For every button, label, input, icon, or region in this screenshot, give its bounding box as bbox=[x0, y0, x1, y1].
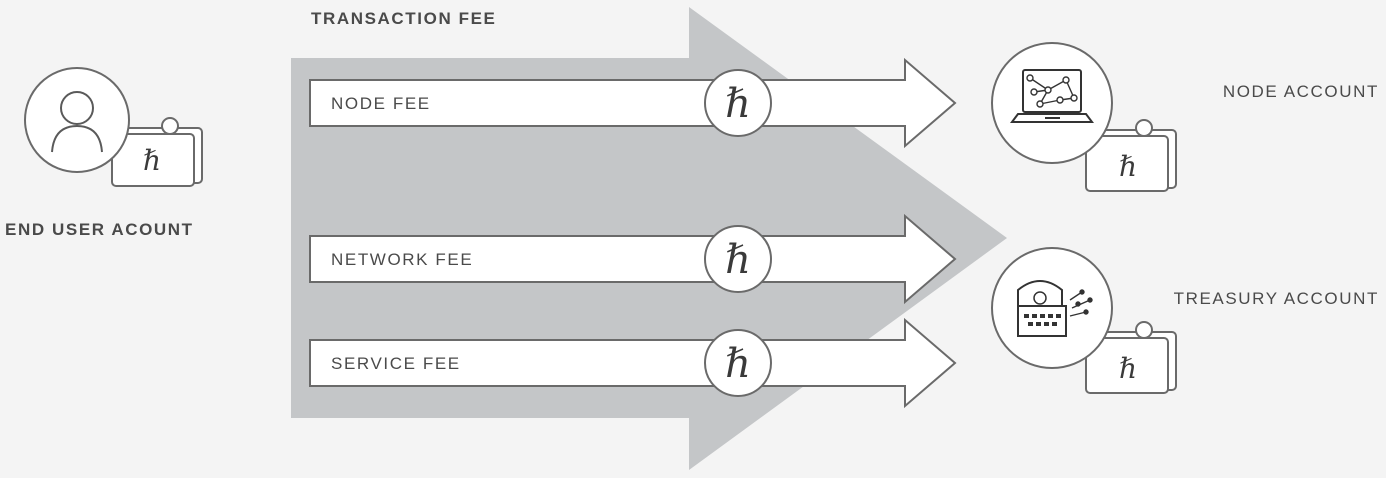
node-account: ℏ NODE ACCOUNT bbox=[991, 42, 1379, 192]
transaction-fee-title: TRANSACTION FEE bbox=[311, 9, 497, 28]
service-fee-hbar-coin-icon bbox=[704, 329, 772, 397]
treasury-wallet-icon: ℏ bbox=[1085, 321, 1177, 394]
node-fee-hbar-coin-icon bbox=[704, 69, 772, 137]
laptop-network-icon bbox=[1010, 69, 1094, 123]
treasure-chest-icon bbox=[1017, 280, 1093, 337]
treasury-account-label: TREASURY ACCOUNT bbox=[1174, 289, 1379, 308]
node-fee-arrow: NODE FEE ℏ bbox=[309, 57, 957, 149]
service-fee-arrow: SERVICE FEE ℏ bbox=[309, 317, 957, 409]
service-fee-label: SERVICE FEE bbox=[331, 354, 461, 373]
end-user-wallet-icon: ℏ bbox=[111, 117, 203, 187]
network-fee-arrow: NETWORK FEE ℏ bbox=[309, 213, 957, 305]
service-fee-arrow-shape bbox=[309, 317, 957, 409]
node-wallet-symbol: ℏ bbox=[1119, 150, 1137, 183]
node-fee-arrow-shape bbox=[309, 57, 957, 149]
network-fee-hbar-coin-icon bbox=[704, 225, 772, 293]
service-fee-hbar-symbol: ℏ bbox=[725, 341, 751, 387]
treasury-wallet-symbol: ℏ bbox=[1119, 352, 1137, 385]
network-fee-label: NETWORK FEE bbox=[331, 250, 473, 269]
node-account-circle bbox=[991, 42, 1113, 164]
node-fee-hbar-symbol: ℏ bbox=[725, 81, 751, 127]
node-wallet-icon: ℏ bbox=[1085, 119, 1177, 192]
node-account-label: NODE ACCOUNT bbox=[1223, 82, 1379, 101]
node-fee-label: NODE FEE bbox=[331, 94, 431, 113]
avatar bbox=[24, 67, 130, 173]
network-fee-arrow-shape bbox=[309, 213, 957, 305]
end-user-wallet-symbol: ℏ bbox=[143, 144, 161, 177]
end-user-account: ℏ END USER ACOUNT bbox=[5, 67, 203, 239]
network-fee-hbar-symbol: ℏ bbox=[725, 237, 751, 283]
end-user-label: END USER ACOUNT bbox=[5, 220, 194, 239]
treasury-account: ℏ TREASURY ACCOUNT bbox=[991, 247, 1379, 394]
user-icon bbox=[51, 91, 103, 153]
